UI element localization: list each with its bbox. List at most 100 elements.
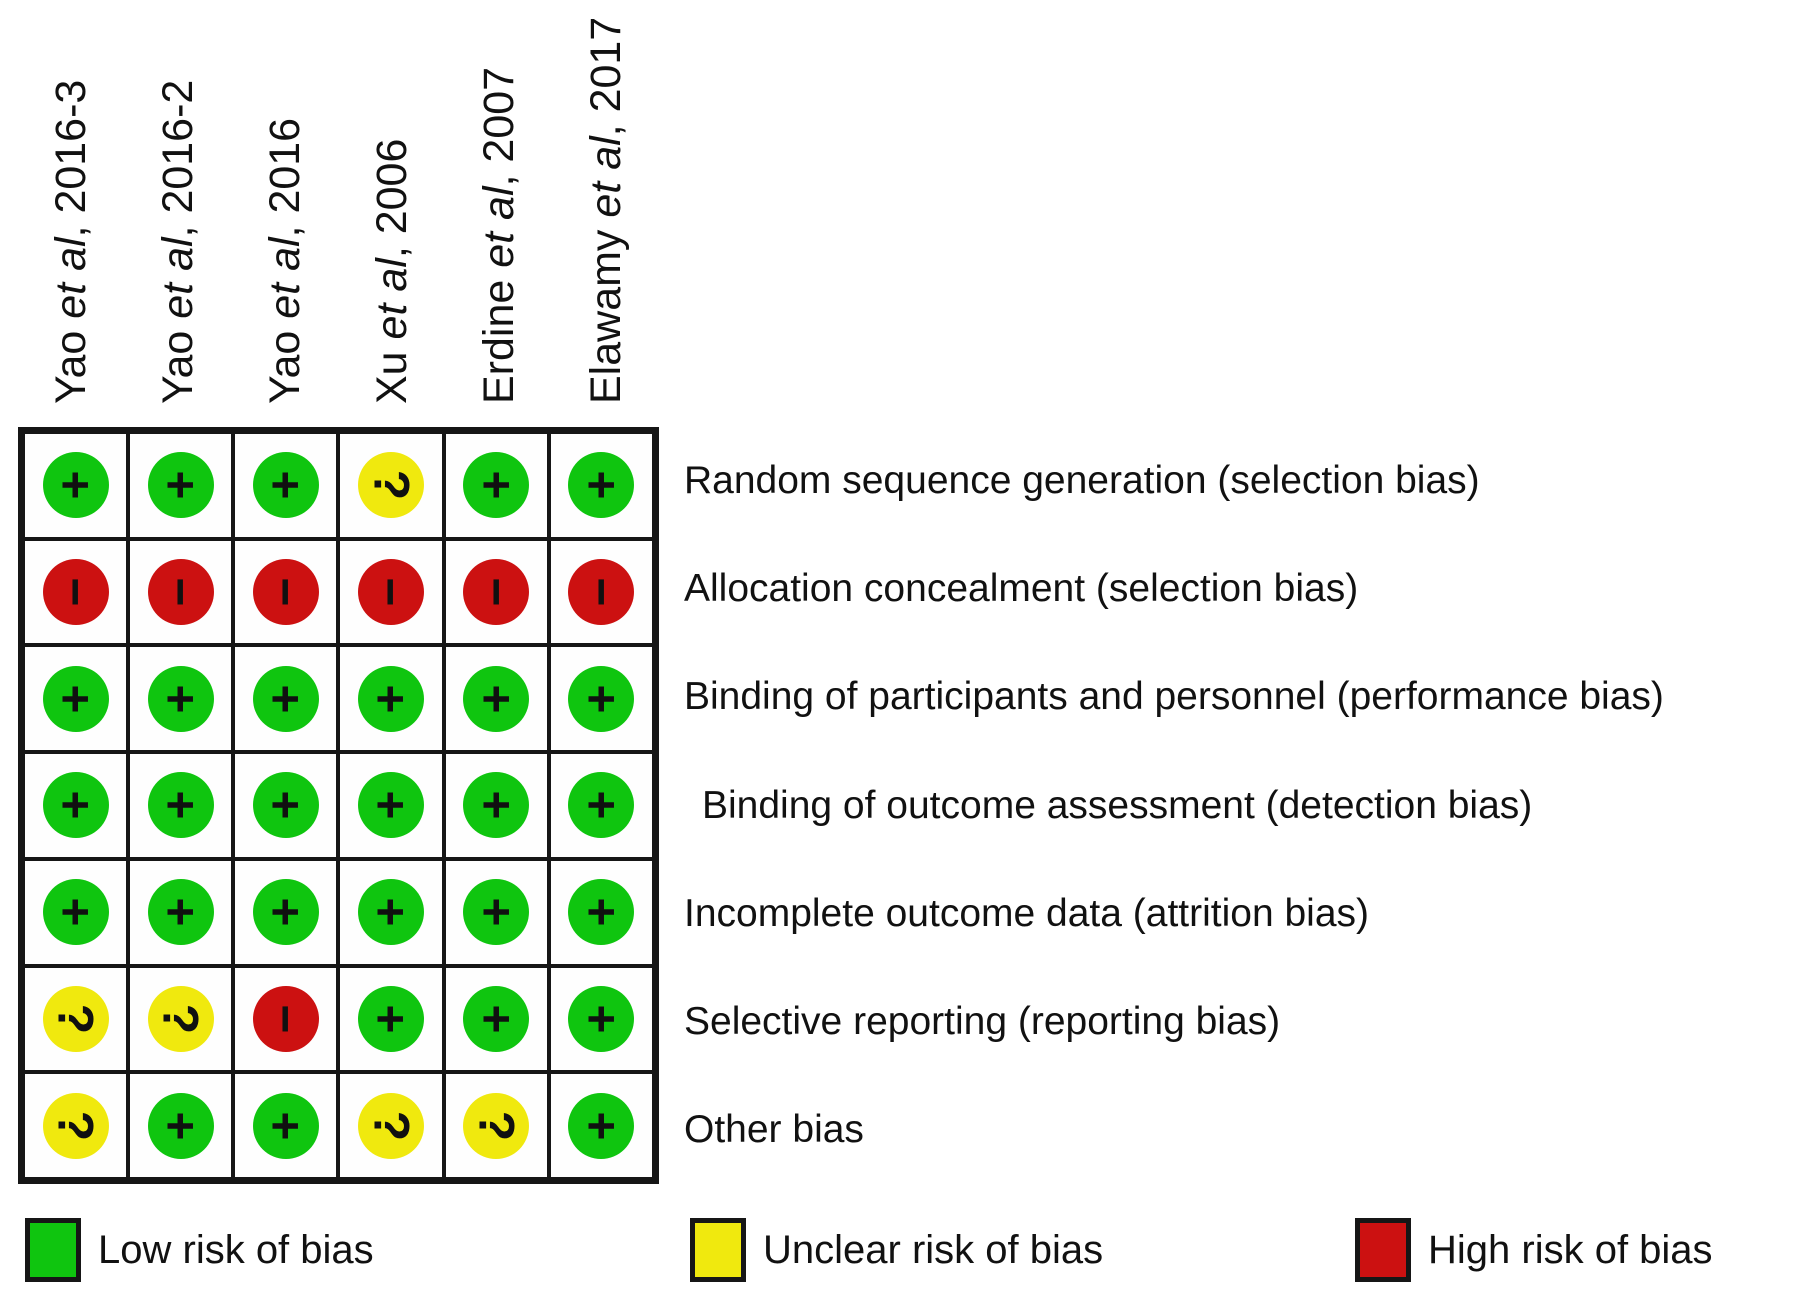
plus-icon: + xyxy=(257,684,314,714)
study-header-etal: et al xyxy=(47,237,96,319)
risk-cell: + xyxy=(128,432,234,539)
risk-cell: − xyxy=(443,538,549,646)
minus-icon: − xyxy=(363,577,420,607)
study-header-author: Elawamy xyxy=(581,217,630,404)
question-icon: ? xyxy=(47,1003,104,1035)
plus-icon: + xyxy=(152,684,209,714)
high-risk-icon: − xyxy=(252,559,319,626)
risk-cell: + xyxy=(443,645,549,753)
low-risk-icon: + xyxy=(463,452,530,519)
study-header-etal: et al xyxy=(261,237,310,319)
high-risk-icon: − xyxy=(252,985,319,1052)
plus-icon: + xyxy=(47,790,104,821)
risk-cell: − xyxy=(233,965,339,1073)
risk-cell: + xyxy=(233,858,339,966)
low-risk-icon: + xyxy=(147,665,214,732)
risk-cell: ? xyxy=(338,1072,444,1179)
plus-icon: + xyxy=(47,897,104,927)
study-header-author: Erdine xyxy=(474,267,523,404)
high-risk-icon: − xyxy=(568,559,635,626)
plus-icon: + xyxy=(152,1111,209,1141)
domain-label: Allocation concealment (selection bias) xyxy=(684,567,1359,611)
risk-cell: ? xyxy=(23,1072,129,1179)
risk-cell: + xyxy=(128,645,234,753)
plus-icon: + xyxy=(573,684,630,714)
study-header-author: Xu xyxy=(367,339,416,404)
risk-cell: + xyxy=(443,858,549,966)
study-header-etal: et al xyxy=(154,237,203,319)
legend-item-unclear: Unclear risk of bias xyxy=(690,1218,1103,1282)
plus-icon: + xyxy=(257,897,314,927)
question-icon: ? xyxy=(152,1003,209,1035)
study-header-year: , 2017 xyxy=(581,16,630,137)
plus-icon: + xyxy=(363,684,420,714)
plus-icon: + xyxy=(47,470,104,500)
plus-icon: + xyxy=(152,897,209,927)
risk-cell: ? xyxy=(128,965,234,1073)
plus-icon: + xyxy=(152,470,209,500)
risk-cell: ? xyxy=(338,432,444,539)
plus-icon: + xyxy=(257,790,314,821)
plus-icon: + xyxy=(468,790,525,821)
low-risk-icon: + xyxy=(42,665,109,732)
risk-cell: + xyxy=(233,645,339,753)
plus-icon: + xyxy=(257,470,314,500)
risk-cell: + xyxy=(548,432,654,539)
domain-label: Binding of participants and personnel (p… xyxy=(684,675,1664,719)
unclear-risk-icon: ? xyxy=(147,985,214,1052)
risk-cell: − xyxy=(233,538,339,646)
low-risk-icon: + xyxy=(147,879,214,946)
risk-cell: + xyxy=(338,858,444,966)
low-risk-icon: + xyxy=(568,452,635,519)
low-risk-swatch xyxy=(25,1218,81,1282)
study-header: Erdine et al, 2007 xyxy=(474,67,523,404)
study-header-author: Yao xyxy=(261,318,310,404)
plus-icon: + xyxy=(468,897,525,927)
risk-cell: + xyxy=(338,752,444,859)
minus-icon: − xyxy=(468,577,525,607)
risk-cell: + xyxy=(23,645,129,753)
low-risk-icon: + xyxy=(463,665,530,732)
unclear-risk-icon: ? xyxy=(358,1092,425,1159)
domain-label: Other bias xyxy=(684,1107,864,1151)
domain-label: Binding of outcome assessment (detection… xyxy=(702,783,1533,827)
minus-icon: − xyxy=(152,577,209,607)
risk-cell: − xyxy=(338,538,444,646)
domain-label: Incomplete outcome data (attrition bias) xyxy=(684,891,1370,935)
low-risk-icon: + xyxy=(252,1092,319,1159)
low-risk-icon: + xyxy=(568,985,635,1052)
low-risk-icon: + xyxy=(252,879,319,946)
plus-icon: + xyxy=(573,790,630,821)
plus-icon: + xyxy=(573,1111,630,1141)
plus-icon: + xyxy=(47,684,104,714)
study-header-year: , 2006 xyxy=(367,138,416,259)
study-header: Xu et al, 2006 xyxy=(367,138,416,404)
low-risk-icon: + xyxy=(358,665,425,732)
risk-cell: + xyxy=(233,432,339,539)
legend-item-high: High risk of bias xyxy=(1355,1218,1713,1282)
risk-cell: + xyxy=(548,858,654,966)
risk-cell: + xyxy=(23,858,129,966)
domain-label: Random sequence generation (selection bi… xyxy=(684,459,1480,503)
risk-cell: + xyxy=(128,752,234,859)
unclear-risk-icon: ? xyxy=(463,1092,530,1159)
high-risk-icon: − xyxy=(358,559,425,626)
risk-cell: + xyxy=(443,752,549,859)
risk-cell: + xyxy=(23,752,129,859)
risk-cell: ? xyxy=(23,965,129,1073)
study-header-etal: et al xyxy=(367,258,416,340)
risk-cell: − xyxy=(23,538,129,646)
low-risk-icon: + xyxy=(42,772,109,839)
risk-cell: + xyxy=(548,1072,654,1179)
low-risk-icon: + xyxy=(42,879,109,946)
question-icon: ? xyxy=(363,470,420,501)
risk-cell: + xyxy=(233,752,339,859)
risk-cell: + xyxy=(128,858,234,966)
study-header-author: Yao xyxy=(47,318,96,404)
risk-cell: + xyxy=(548,752,654,859)
legend-label: Unclear risk of bias xyxy=(763,1228,1104,1272)
low-risk-icon: + xyxy=(568,879,635,946)
risk-cell: + xyxy=(23,432,129,539)
risk-cell: − xyxy=(128,538,234,646)
